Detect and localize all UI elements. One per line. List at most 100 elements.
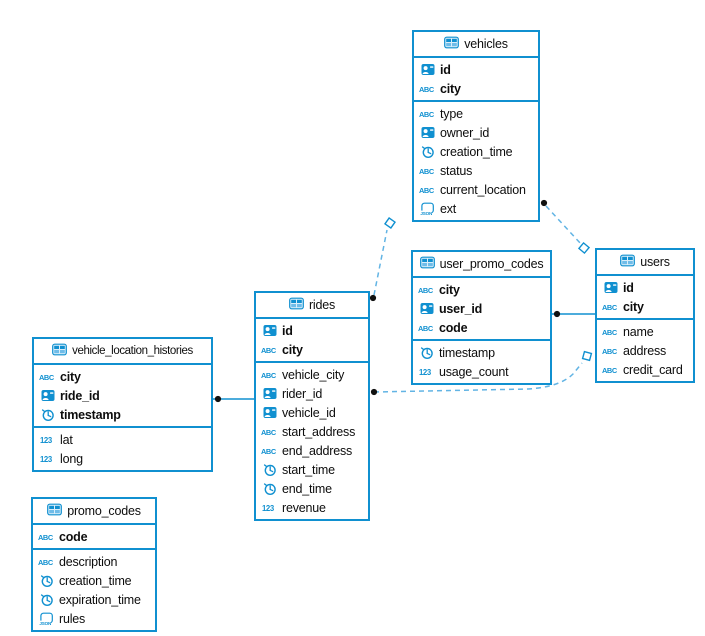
field-row[interactable]: creation_time (414, 142, 538, 161)
field-row[interactable]: start_time (256, 460, 368, 479)
field-row[interactable]: owner_id (414, 123, 538, 142)
relation-diamond-marker (384, 217, 396, 229)
key-field-row[interactable]: id (414, 60, 538, 79)
field-name: code (59, 529, 88, 544)
field-name: long (60, 451, 83, 466)
field-row[interactable]: end_time (256, 479, 368, 498)
table-header[interactable]: vehicle_location_histories (34, 339, 211, 365)
person-id-icon (261, 387, 278, 400)
key-field-row[interactable]: ABC code (33, 527, 155, 546)
clock-icon (261, 482, 278, 496)
field-row[interactable]: creation_time (33, 571, 155, 590)
table-icon (289, 297, 304, 313)
123-number-icon: 123 (418, 366, 435, 377)
table-title: vehicles (464, 37, 508, 51)
field-name: timestamp (60, 407, 121, 422)
field-name: start_time (282, 462, 335, 477)
field-row[interactable]: vehicle_id (256, 403, 368, 422)
key-field-row[interactable]: id (256, 321, 368, 340)
123-number-icon: 123 (39, 453, 56, 464)
field-name: vehicle_id (282, 405, 336, 420)
svg-text:ABC: ABC (602, 328, 618, 337)
relation-endpoint-dot (370, 388, 378, 396)
table-header[interactable]: users (597, 250, 693, 276)
person-id-icon (261, 406, 278, 419)
field-row[interactable]: 123 long (34, 449, 211, 468)
svg-text:ABC: ABC (602, 366, 618, 375)
table-header[interactable]: user_promo_codes (413, 252, 550, 278)
table-promo-codes[interactable]: promo_codes ABC code ABC description creati… (31, 497, 157, 632)
primary-key-section: ABC code (33, 525, 155, 550)
clock-icon (418, 346, 435, 360)
field-row[interactable]: expiration_time (33, 590, 155, 609)
table-header[interactable]: vehicles (414, 32, 538, 58)
key-field-row[interactable]: user_id (413, 299, 550, 318)
table-header[interactable]: rides (256, 293, 368, 319)
field-name: ride_id (60, 388, 100, 403)
field-name: end_address (282, 443, 353, 458)
svg-text:ABC: ABC (419, 85, 435, 94)
field-row[interactable]: rider_id (256, 384, 368, 403)
field-name: current_location (440, 182, 526, 197)
key-field-row[interactable]: id (597, 278, 693, 297)
field-row[interactable]: ABC description (33, 552, 155, 571)
field-row[interactable]: timestamp (413, 343, 550, 362)
table-icon (47, 503, 63, 519)
svg-text:ABC: ABC (261, 346, 277, 355)
field-row[interactable]: ABC current_location (414, 180, 538, 199)
abc-text-icon: ABC (602, 301, 619, 312)
abc-text-icon: ABC (418, 322, 435, 333)
field-row[interactable]: ABC type (414, 104, 538, 123)
table-icon (444, 36, 460, 52)
relation-diamond-marker (577, 241, 591, 255)
clock-icon (38, 593, 55, 607)
key-field-row[interactable]: ride_id (34, 386, 211, 405)
table-title: users (640, 255, 670, 269)
table-header[interactable]: promo_codes (33, 499, 155, 525)
svg-text:ABC: ABC (38, 533, 54, 542)
svg-text:123: 123 (419, 368, 432, 377)
abc-text-icon: ABC (419, 108, 436, 119)
abc-text-icon: ABC (39, 371, 56, 382)
field-name: rider_id (282, 386, 323, 401)
table-title: promo_codes (67, 504, 141, 518)
abc-text-icon: ABC (419, 184, 436, 195)
svg-text:ABC: ABC (38, 558, 54, 567)
field-name: creation_time (59, 573, 132, 588)
svg-text:ABC: ABC (261, 371, 277, 380)
json-document-icon: JSON (38, 612, 55, 626)
field-name: description (59, 554, 118, 569)
clock-icon (38, 574, 55, 588)
key-field-row[interactable]: timestamp (34, 405, 211, 424)
field-name: type (440, 106, 463, 121)
